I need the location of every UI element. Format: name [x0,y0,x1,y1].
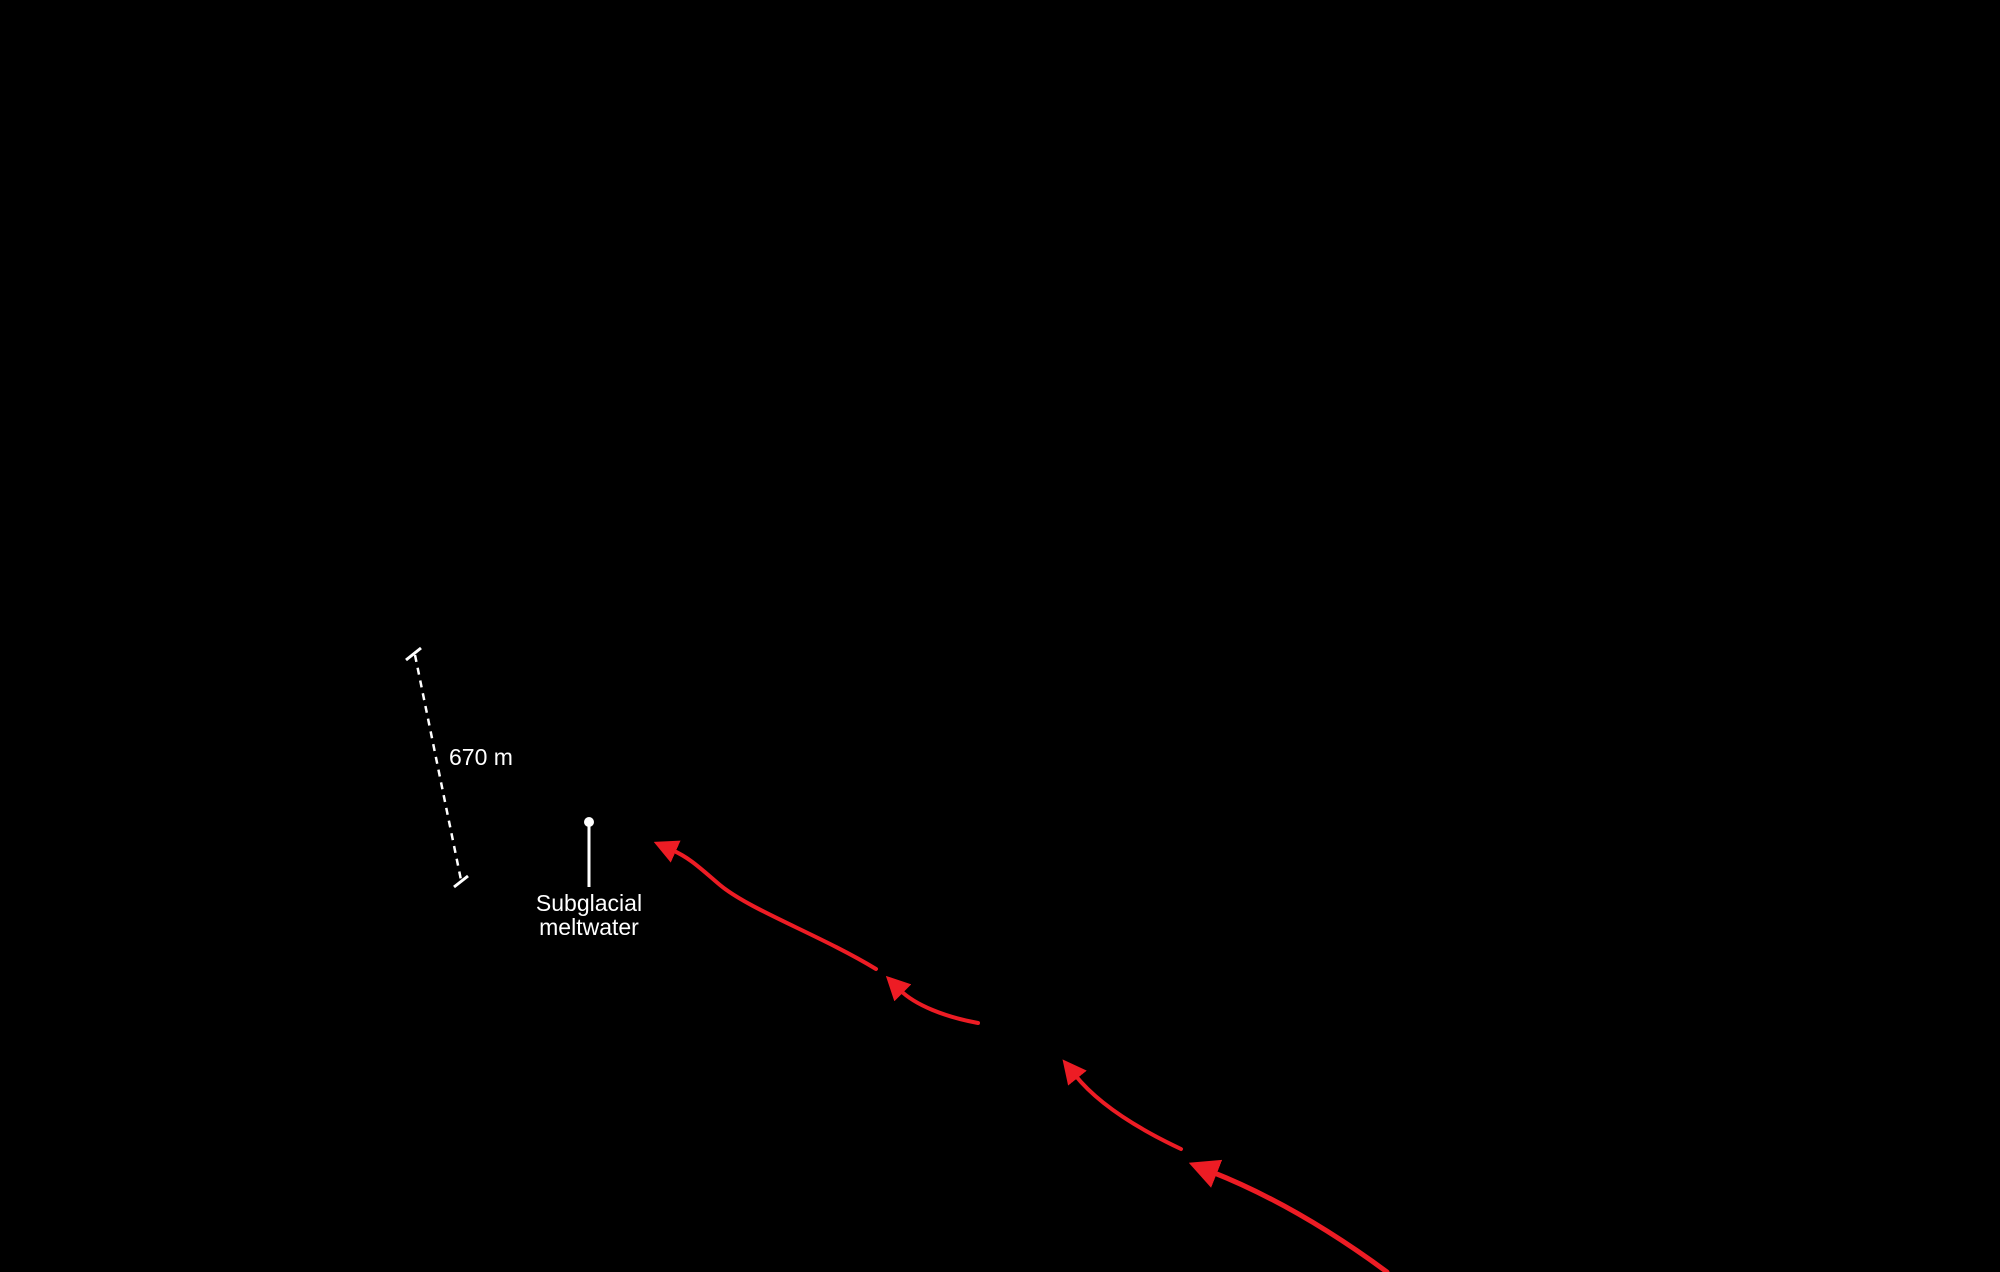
meltwater-pin-icon [584,817,594,887]
meltwater-label: Subglacial meltwater [529,891,649,939]
flow-arrow-1-icon [653,840,878,971]
meltwater-label-line1: Subglacial [535,890,643,916]
dimension-line [405,646,469,889]
flow-arrow-3-icon [1062,1059,1183,1151]
meltwater-label-line2: meltwater [539,914,639,940]
dimension-label: 670 m [449,744,513,770]
flow-arrow-4-icon [1188,1159,1390,1272]
flow-arrow-2-icon [885,975,980,1025]
dimension-cap-top [405,646,422,662]
dimension-cap-bottom [453,874,469,889]
flow-arrows [653,840,1390,1272]
